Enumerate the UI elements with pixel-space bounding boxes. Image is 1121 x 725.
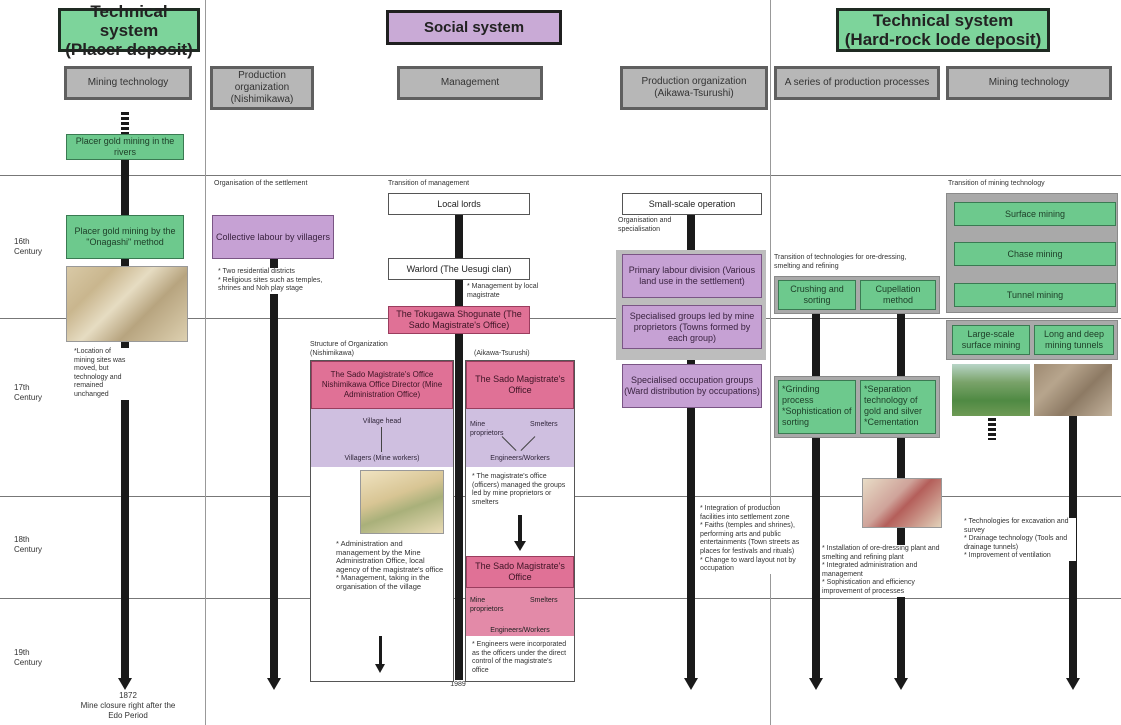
timeline-arrow-col6b	[1066, 678, 1080, 690]
mine-closure-label: 1872 Mine closure right after the Edo Pe…	[80, 691, 176, 720]
box-aikawa-office-1: The Sado Magistrate's Office	[466, 361, 574, 409]
timeline-arrow-col2	[267, 678, 281, 690]
label-engineers-workers-2: Engineers/Workers	[490, 626, 550, 634]
box-nishimikawa-office: The Sado Magistrate's Office Nishimikawa…	[311, 361, 453, 409]
box-long-deep-tunnels: Long and deep mining tunnels	[1034, 325, 1114, 355]
label-organisation-specialisation: Organisation and specialisation	[618, 217, 672, 233]
note-aikawa-integration: * Integration of production facilities i…	[700, 505, 804, 574]
arrow-head-aikawa	[514, 541, 526, 551]
timeline-line-col1	[121, 132, 129, 680]
label-mine-proprietors-1: Mine proprietors	[470, 420, 518, 438]
column-header-production-processes: A series of production processes	[774, 66, 940, 100]
label-smelters-2: Smelters	[530, 597, 558, 604]
arrow-head-nishi	[375, 664, 385, 673]
timeline-line-col5a	[812, 314, 820, 680]
timeline-line-col2	[270, 255, 278, 680]
note-nishimikawa-administration: * Administration and management by the M…	[336, 539, 444, 591]
separator-line-17th	[0, 318, 1121, 319]
century-label-16th: 16th Century	[14, 237, 43, 256]
column-header-production-organization-nishimikawa: Production organization (Nishimikawa)	[210, 66, 314, 110]
note-local-magistrate: * Management by local magistrate	[467, 283, 539, 299]
box-small-scale-operation: Small-scale operation	[622, 193, 762, 215]
label-villagers-mine-workers: Villagers (Mine workers)	[330, 453, 434, 463]
note-aikawa-engineers: * Engineers were incorporated as the off…	[472, 641, 567, 674]
label-engineers-workers-1: Engineers/Workers	[476, 453, 564, 463]
box-placer-gold-rivers: Placer gold mining in the rivers	[66, 134, 184, 160]
box-separation-technology: *Separation technology of gold and silve…	[860, 380, 936, 434]
column-divider-1	[205, 0, 206, 725]
timeline-arrow-col1	[118, 678, 132, 690]
century-label-19th: 19th Century	[14, 648, 43, 667]
structure-nishimikawa-title: Structure of Organization (Nishimikawa)	[310, 341, 388, 357]
header-technical-placer: Technical system (Placer deposit)	[58, 2, 200, 59]
box-specialised-groups: Specialised groups led by mine proprieto…	[622, 305, 762, 349]
box-chase-mining: Chase mining	[954, 242, 1116, 266]
photo-open-cut-mine	[952, 364, 1030, 416]
timeline-dashed-col6a	[988, 418, 996, 440]
aikawa-title: (Aikawa-Tsurushi)	[474, 350, 530, 357]
note-excavation-survey: * Technologies for excavation and survey…	[964, 518, 1076, 561]
box-surface-mining: Surface mining	[954, 202, 1116, 226]
hierarchy-connector-nishi	[381, 427, 382, 452]
box-aikawa-office-2: The Sado Magistrate's Office	[466, 556, 574, 588]
ore-dressing-transition-title: Transition of technologies for ore-dress…	[774, 254, 907, 270]
photo-tunnel-wall	[1034, 364, 1112, 416]
box-warlord-uesugi: Warlord (The Uesugi clan)	[388, 258, 530, 280]
note-residential-districts: * Two residential districts * Religious …	[218, 268, 334, 294]
box-local-lords: Local lords	[388, 193, 530, 215]
column-header-mining-technology-right: Mining technology	[946, 66, 1112, 100]
photo-village-map	[360, 470, 444, 534]
end-year-1989: 1989	[450, 681, 466, 688]
note-ore-dressing-plant: * Installation of ore-dressing plant and…	[822, 545, 940, 597]
label-smelters-1: Smelters	[530, 420, 570, 429]
box-collective-labour: Collective labour by villagers	[212, 215, 334, 259]
box-primary-labour-division: Primary labour division (Various land us…	[622, 254, 762, 298]
timeline-dashed-start-col1	[121, 112, 129, 132]
box-cupellation-method: Cupellation method	[860, 280, 936, 310]
box-tunnel-mining: Tunnel mining	[954, 283, 1116, 307]
column-header-mining-technology-left: Mining technology	[64, 66, 192, 100]
separator-line-top	[0, 175, 1121, 176]
column-header-management: Management	[397, 66, 543, 100]
photo-ore-dressing-scroll	[862, 478, 942, 528]
box-onagashi-method: Placer gold mining by the "Onagashi" met…	[66, 215, 184, 259]
timeline-line-col3	[455, 214, 463, 680]
note-aikawa-groups: * The magistrate's office (officers) man…	[472, 473, 566, 506]
column-divider-2	[770, 0, 771, 725]
box-large-scale-surface: Large-scale surface mining	[952, 325, 1030, 355]
timeline-arrow-col5a	[809, 678, 823, 690]
box-crushing-sorting: Crushing and sorting	[778, 280, 856, 310]
arrow-line-aikawa	[518, 515, 522, 543]
box-specialised-occupation: Specialised occupation groups (Ward dist…	[622, 364, 762, 408]
settlement-organisation-title: Organisation of the settlement	[214, 180, 308, 187]
century-label-17th: 17th Century	[14, 383, 43, 402]
photo-placer-mining-site	[66, 266, 188, 342]
label-mine-proprietors-2: Mine proprietors	[470, 597, 504, 613]
header-social-system: Social system	[386, 10, 562, 45]
arrow-line-nishi	[379, 636, 382, 666]
aikawa-hierarchy-2	[466, 588, 574, 636]
century-label-18th: 18th Century	[14, 535, 43, 554]
mining-technology-transition-title: Transition of mining technology	[948, 180, 1045, 187]
timeline-arrow-col5b	[894, 678, 908, 690]
timeline-line-col4	[687, 214, 695, 680]
box-grinding-process: *Grinding process *Sophistication of sor…	[778, 380, 856, 434]
note-mining-location: *Location of mining sites was moved, but…	[74, 348, 130, 400]
label-village-head: Village head	[340, 416, 424, 426]
column-header-production-organization-aikawa: Production organization (Aikawa-Tsurushi…	[620, 66, 768, 110]
box-tokugawa-shogunate: The Tokugawa Shogunate (The Sado Magistr…	[388, 306, 530, 334]
management-transition-title: Transition of management	[388, 180, 470, 187]
header-technical-hardrock: Technical system (Hard-rock lode deposit…	[836, 8, 1050, 52]
timeline-arrow-col4	[684, 678, 698, 690]
